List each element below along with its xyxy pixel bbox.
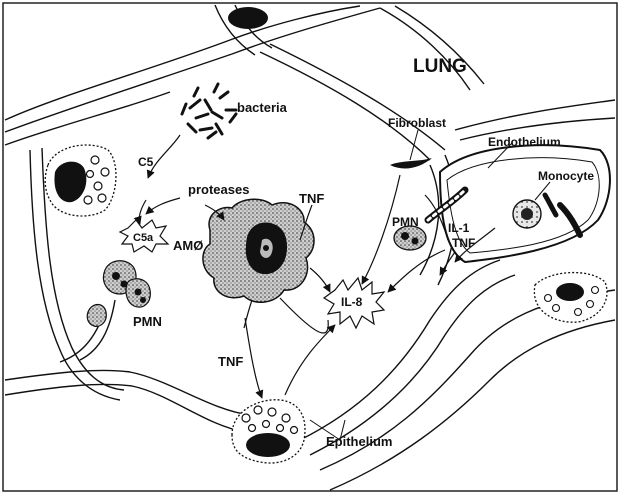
c5a-label: C5a [133, 232, 154, 244]
il8-label: IL-8 [341, 295, 363, 309]
c5-label: C5 [138, 155, 154, 169]
fibroblast-label: Fibroblast [388, 116, 446, 130]
monocyte-label: Monocyte [538, 169, 594, 183]
tnf-bottom-label: TNF [218, 354, 243, 369]
monocyte-cell [513, 200, 541, 228]
il1-label: IL-1 [448, 221, 470, 235]
proteases-label: proteases [188, 182, 249, 197]
top-cell [228, 7, 268, 29]
bacteria-label: bacteria [237, 100, 288, 115]
pmn-left-label: PMN [133, 314, 162, 329]
tnf-top-label: TNF [299, 191, 324, 206]
amo-label: AMØ [173, 238, 203, 253]
pmn-right-label: PMN [392, 215, 419, 229]
tnf-right-label: TNF [452, 236, 475, 250]
top-left-cell [45, 145, 116, 216]
title-label: LUNG [413, 56, 467, 77]
endothelium-label: Endothelium [488, 135, 561, 149]
epithelium-label: Epithelium [326, 434, 392, 449]
